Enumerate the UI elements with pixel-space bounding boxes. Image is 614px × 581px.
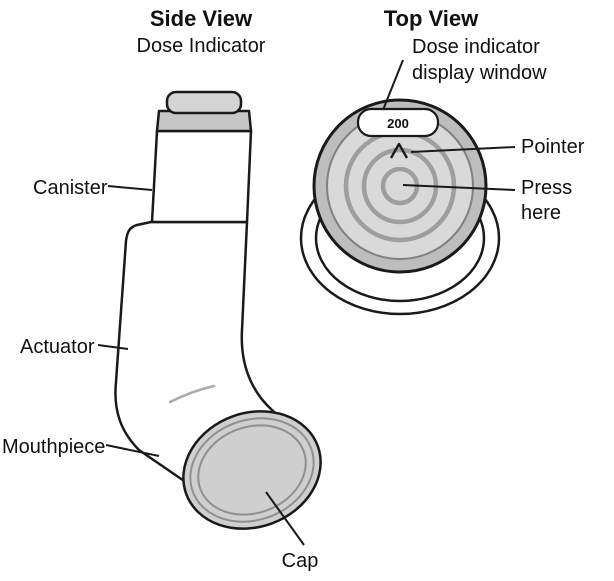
dose-indicator-top-shape xyxy=(165,90,243,115)
canister-leader-line xyxy=(107,185,153,191)
window-label-line2: display window xyxy=(412,62,547,84)
mouthpiece-leader-line xyxy=(105,444,160,457)
pointer-label: Pointer xyxy=(521,136,585,158)
window-leader-line xyxy=(382,59,404,111)
press-here-leader-line xyxy=(402,184,516,191)
cap-label: Cap xyxy=(282,550,319,572)
press-here-label-line1: Press xyxy=(521,177,572,199)
text-labels: Side View Dose Indicator Top View Dose i… xyxy=(2,6,585,572)
dose-display-window xyxy=(356,107,440,138)
canister-shape xyxy=(150,129,253,224)
cap-inner-rim-inner xyxy=(197,424,307,516)
mouthpiece-label: Mouthpiece xyxy=(2,436,105,458)
dose-counter-value: 200 xyxy=(387,116,409,131)
top-view-drawing: 200 xyxy=(299,98,501,316)
side-view-title: Side View xyxy=(150,6,253,31)
pointer-leader-line xyxy=(410,146,516,153)
cap-leader-line xyxy=(265,491,305,546)
pointer-mark xyxy=(389,142,409,159)
window-label-line1: Dose indicator xyxy=(412,36,540,58)
side-view-drawing xyxy=(114,90,322,530)
cap-group xyxy=(182,410,322,530)
side-view-subtitle: Dose Indicator xyxy=(137,35,266,57)
cap-inner-rim-outer xyxy=(189,417,315,523)
leader-lines xyxy=(97,59,516,546)
actuator-label: Actuator xyxy=(20,336,95,358)
top-view-title: Top View xyxy=(384,6,479,31)
press-here-label-line2: here xyxy=(521,202,561,224)
canister-label: Canister xyxy=(33,177,108,199)
mouthpiece-crease-line xyxy=(168,384,216,404)
actuator-leader-line xyxy=(97,344,129,350)
